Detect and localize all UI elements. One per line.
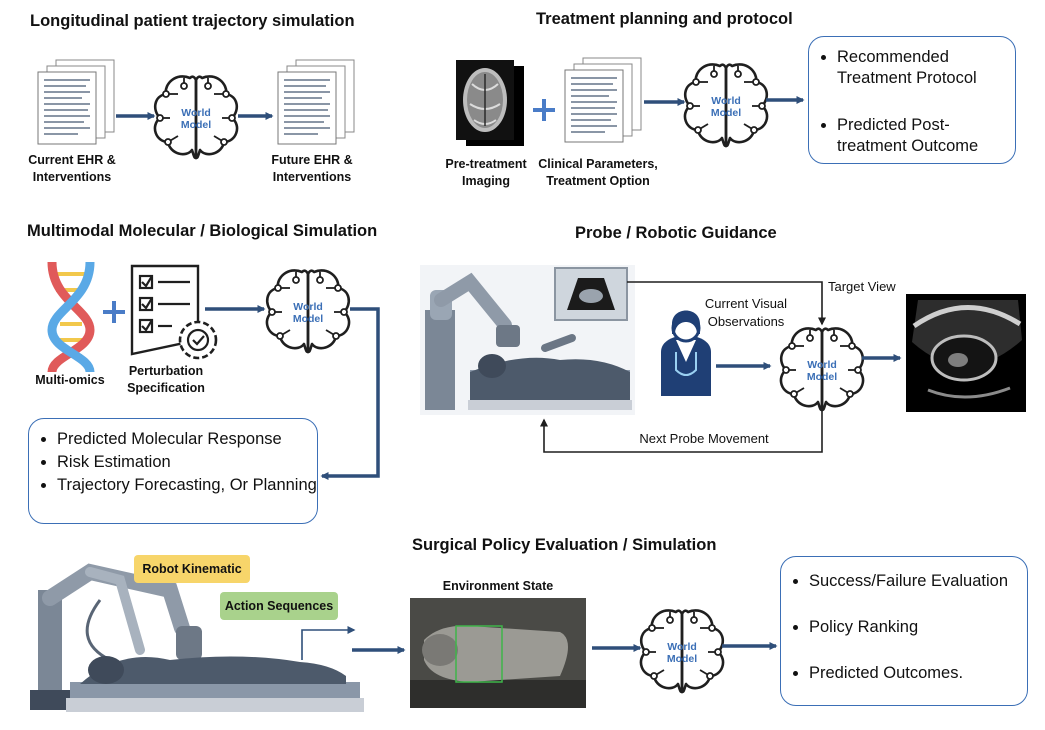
ultrasound-image-icon [554, 267, 628, 321]
molecular-outputs-box: Predicted Molecular Response Risk Estima… [28, 418, 318, 524]
output-item: Predicted Outcomes. [809, 663, 1027, 684]
environment-state-image [410, 598, 586, 708]
treatment-outputs-box: Recommended Treatment Protocol Predicted… [808, 36, 1016, 164]
surgical-outputs-box: Success/Failure Evaluation Policy Rankin… [780, 556, 1028, 706]
environment-state-label: Environment State [442, 579, 554, 593]
multi-omics-label: Multi-omics [35, 373, 105, 387]
robot-kinematic-tag: Robot Kinematic [134, 555, 250, 583]
output-item: Predicted Molecular Response [57, 429, 317, 450]
pre-treatment-imaging-label: Pre-treatment Imaging [445, 157, 527, 188]
perturbation-specification-label: Perturbation Specification [127, 364, 205, 395]
doctor-icon [661, 310, 711, 396]
target-view-label: Target View [828, 279, 896, 294]
output-item: Success/Failure Evaluation [809, 571, 1027, 592]
output-item: Recommended Treatment Protocol [837, 47, 1015, 89]
arrow-target-view [627, 281, 826, 326]
mri-brain-icon [456, 60, 524, 146]
section-title-molecular: Multimodal Molecular / Biological Simula… [27, 222, 378, 240]
document-stack-icon [564, 57, 642, 143]
surgery-scene-icon [30, 563, 364, 712]
arrow-model-to-molecular-outputs [320, 307, 380, 480]
arrow-next-probe-movement [540, 410, 823, 453]
current-ehr-label: Current EHR & Interventions [28, 153, 116, 184]
output-item: Predicted Post-treatment Outcome [837, 115, 1015, 157]
document-stack-icon [37, 59, 115, 145]
output-item: Trajectory Forecasting, Or Planning [57, 475, 317, 496]
clinical-parameters-label: Clinical Parameters, Treatment Option [538, 157, 658, 188]
section-title-surgical: Surgical Policy Evaluation / Simulation [412, 536, 717, 554]
section-title-longitudinal: Longitudinal patient trajectory simulati… [30, 12, 355, 30]
dna-helix-icon [47, 261, 95, 374]
current-visual-observations-label: Current Visual Observations [704, 296, 788, 329]
output-item: Policy Ranking [809, 617, 1027, 638]
plus-icon [103, 301, 125, 323]
document-stack-icon [277, 59, 355, 145]
checklist-gear-icon [130, 264, 218, 360]
ultrasound-image-icon [906, 294, 1026, 412]
arrow-action-sequence [301, 626, 356, 660]
output-item: Risk Estimation [57, 452, 317, 473]
section-title-probe: Probe / Robotic Guidance [575, 224, 777, 242]
plus-icon [533, 99, 555, 121]
action-sequences-tag: Action Sequences [220, 592, 338, 620]
section-title-treatment: Treatment planning and protocol [536, 10, 793, 28]
next-probe-movement-label: Next Probe Movement [639, 431, 769, 446]
future-ehr-label: Future EHR & Interventions [271, 153, 353, 184]
